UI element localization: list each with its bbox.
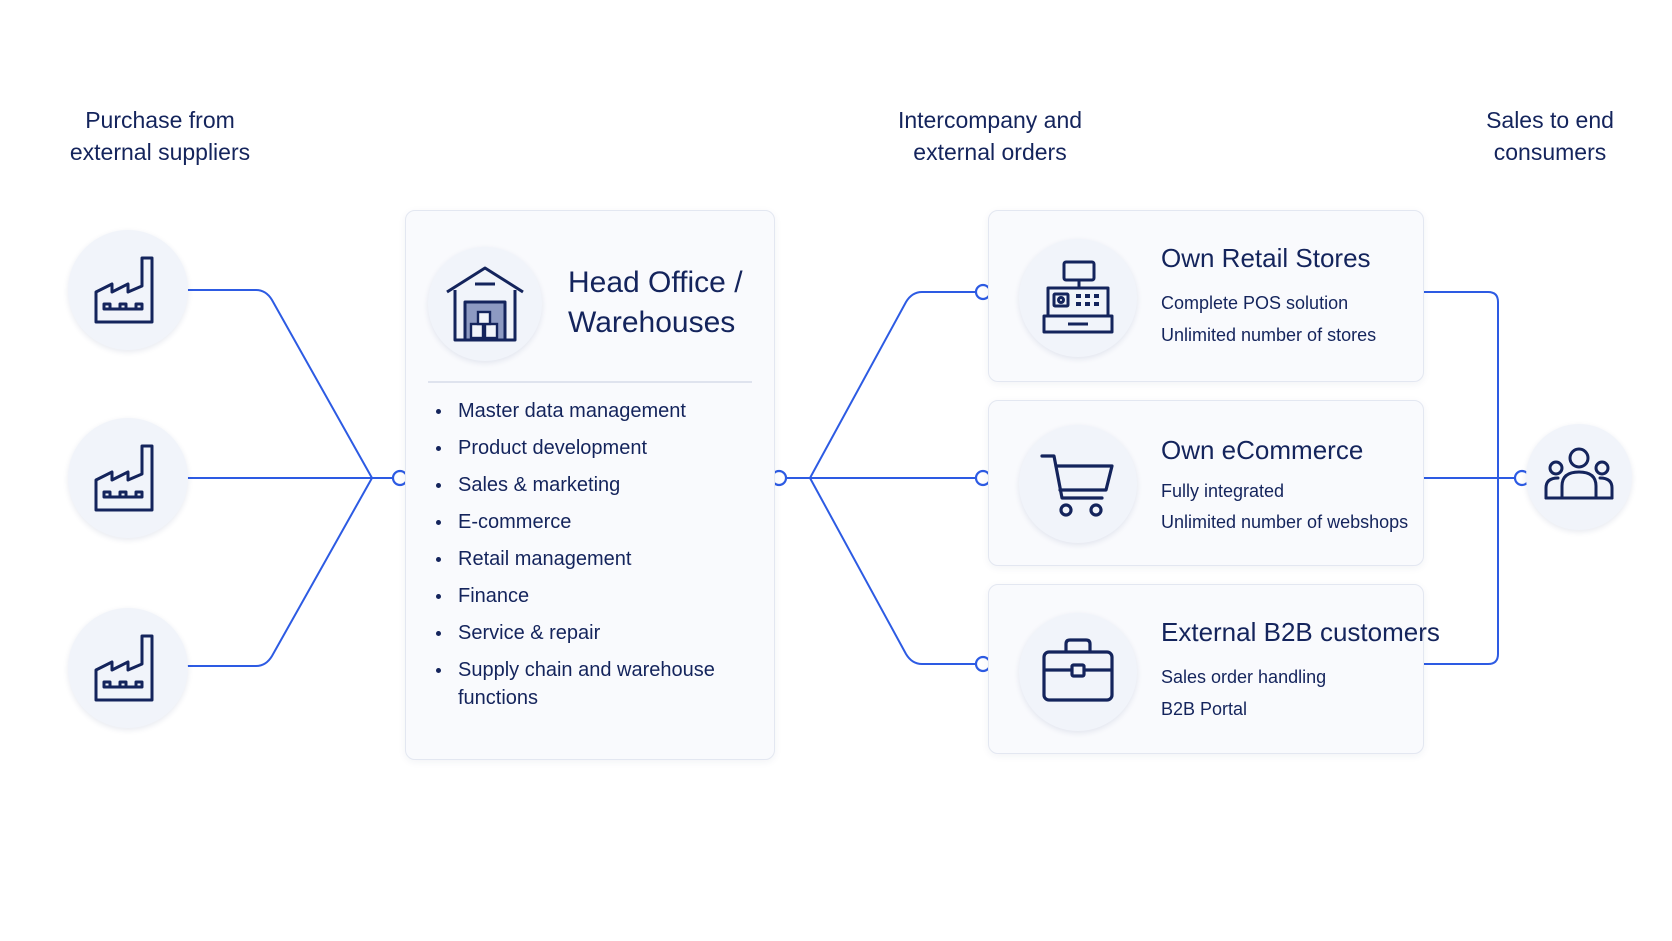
head-office-functions: Master data management Product developme…	[432, 397, 738, 721]
list-item: Retail management	[432, 545, 738, 573]
channel-title: Own eCommerce	[1161, 435, 1364, 465]
supplier-node-3	[68, 608, 188, 728]
channel-detail: B2B Portal	[1161, 699, 1248, 719]
list-item: Service & repair	[432, 619, 738, 647]
column-title-orders: Intercompany and external orders	[897, 107, 1083, 165]
channel-icon-circle	[1019, 425, 1137, 543]
channel-detail: Complete POS solution	[1161, 293, 1349, 313]
channel-card-retail: Own Retail Stores Complete POS solution …	[988, 210, 1424, 382]
supplier-node-2	[68, 418, 188, 538]
channel-icon-circle	[1019, 239, 1137, 357]
channel-detail: Fully integrated	[1161, 481, 1285, 501]
connector-supplier-3	[186, 477, 373, 667]
factory-icon	[94, 256, 154, 324]
head-office-divider	[428, 381, 752, 383]
list-item: Finance	[432, 582, 738, 610]
channel-card-ecommerce: Own eCommerce Fully integrated Unlimited…	[988, 400, 1424, 566]
column-title-suppliers: Purchase from external suppliers	[69, 107, 251, 165]
channel-detail: Unlimited number of stores	[1161, 325, 1377, 345]
cash-register-icon	[1042, 260, 1114, 334]
connector-retail	[779, 291, 983, 479]
supplier-node-1	[68, 230, 188, 350]
shopping-cart-icon	[1040, 454, 1114, 517]
consumers-node	[1526, 424, 1632, 530]
list-item: Product development	[432, 434, 738, 462]
head-office-title: Head Office / Warehouses	[568, 266, 743, 339]
channel-detail: Unlimited number of webshops	[1161, 512, 1409, 532]
head-office-card: Head Office / Warehouses Master data man…	[405, 210, 775, 760]
list-item: Supply chain and warehouse functions	[432, 656, 738, 712]
list-item: Sales & marketing	[432, 471, 738, 499]
people-group-icon	[1544, 447, 1614, 500]
connector-b2b-out	[1424, 478, 1499, 665]
briefcase-icon	[1042, 638, 1114, 702]
column-title-sales: Sales to end consumers	[1486, 107, 1614, 165]
list-item: E-commerce	[432, 508, 738, 536]
channel-title: Own Retail Stores	[1161, 243, 1371, 273]
factory-icon	[94, 634, 154, 702]
warehouse-icon	[446, 266, 524, 342]
channel-icon-circle	[1019, 613, 1137, 731]
channel-detail: Sales order handling	[1161, 667, 1327, 687]
channel-title: External B2B customers	[1161, 617, 1440, 647]
factory-icon	[94, 444, 154, 512]
connector-retail-out	[1424, 291, 1499, 478]
connector-supplier-1	[186, 289, 400, 479]
channel-card-b2b: External B2B customers Sales order handl…	[988, 584, 1440, 754]
list-item: Master data management	[432, 397, 738, 425]
connector-b2b	[809, 477, 983, 665]
head-office-icon-circle	[428, 247, 542, 361]
